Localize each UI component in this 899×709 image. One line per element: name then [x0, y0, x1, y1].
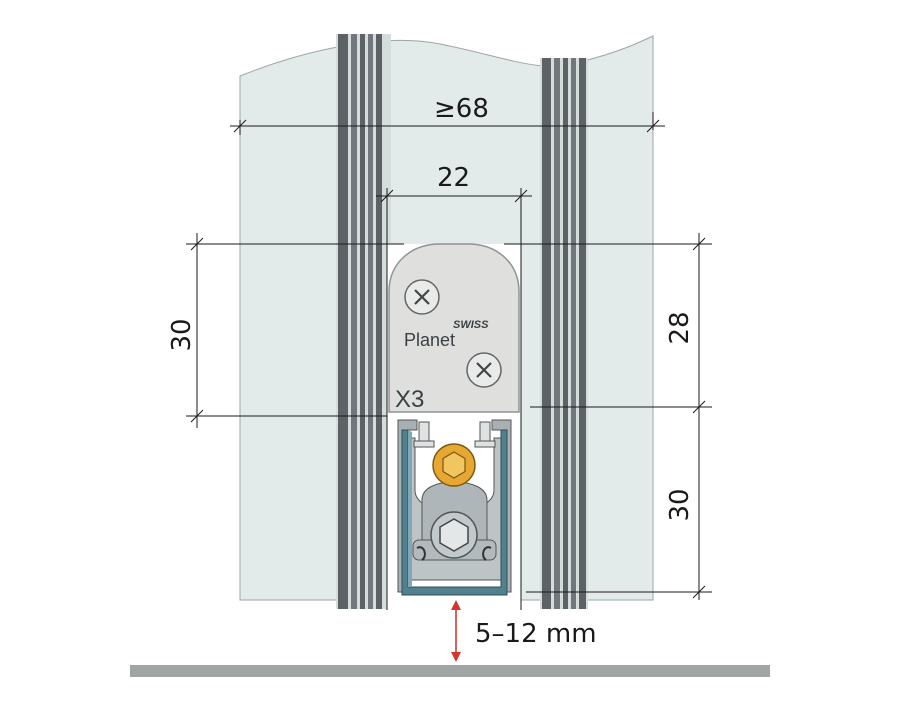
left-stripe-band	[336, 34, 391, 609]
screw-icon	[466, 352, 502, 388]
floor	[130, 665, 770, 677]
brand-planet: Planet	[404, 330, 455, 350]
dimension-label: ≥68	[434, 94, 489, 124]
clip-icon	[482, 546, 492, 561]
dimension-label: 30	[665, 488, 695, 521]
right-stripe-band	[540, 58, 588, 609]
dimension-label: 30	[167, 318, 197, 351]
bolt-icon	[432, 443, 476, 487]
hex-nut-icon	[430, 511, 478, 559]
dimension-plate-height-right: 28	[504, 233, 712, 600]
brand-swiss: SWISS	[453, 319, 489, 331]
screw-icon	[404, 279, 440, 315]
dimension-floor-gap: 5–12 mm	[451, 600, 597, 662]
dimension-label: 5–12 mm	[475, 619, 597, 649]
dimension-plate-height-left: 30	[167, 233, 404, 428]
dimension-seal-height: 30	[526, 488, 712, 599]
dimension-label: 28	[665, 311, 695, 344]
model-label: X3	[395, 386, 424, 413]
dimension-profile-width: 22	[376, 163, 532, 262]
dimension-label: 22	[437, 163, 470, 193]
clip-icon	[416, 546, 426, 561]
dimension-door-thickness: ≥68	[230, 94, 665, 135]
